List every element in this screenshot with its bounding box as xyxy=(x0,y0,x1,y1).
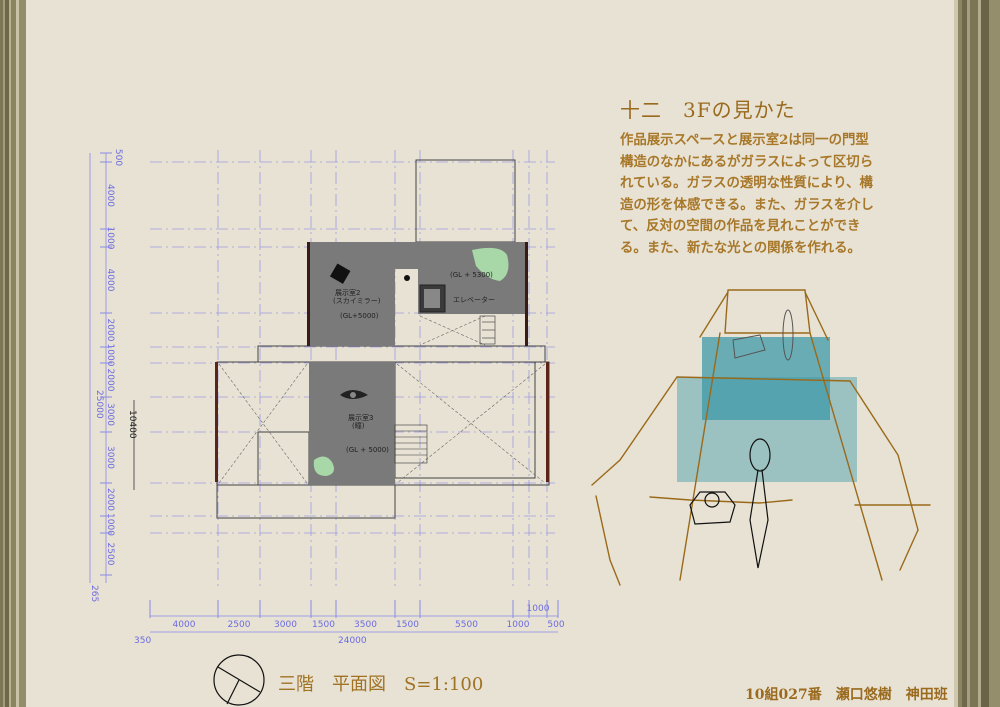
glass-pane-lower xyxy=(677,377,857,482)
eye-pupil xyxy=(350,392,356,398)
horizontal-dim-label: 5500 xyxy=(455,620,478,630)
horizontal-extra-dim: 350 xyxy=(134,636,151,646)
column-icon xyxy=(404,275,410,281)
room2-name: 展示室2 xyxy=(335,288,360,297)
horizontal-dim-label: 500 xyxy=(547,620,564,630)
horizontal-dim-label: 1000 xyxy=(527,604,550,614)
author-credit: 10組027番 瀬口悠樹 神田班 xyxy=(745,687,948,703)
north-arrow-icon xyxy=(213,654,265,706)
wall xyxy=(546,362,549,482)
room2-level: (GL+5000) xyxy=(340,312,379,320)
elevator-level: (GL + 5300) xyxy=(450,271,493,279)
plan-caption: 三階 平面図 S=1:100 xyxy=(278,674,484,695)
vertical-total-dim: 25000 xyxy=(94,390,104,419)
vertical-dim-label: 3000 xyxy=(105,446,115,469)
right-brush-border xyxy=(954,0,1000,707)
perspective-sketch xyxy=(591,289,931,586)
corridor xyxy=(395,242,418,269)
vertical-dim-label: 2000 xyxy=(105,488,115,511)
horizontal-dim-label: 1500 xyxy=(396,620,419,630)
left-brush-border xyxy=(0,0,26,707)
room3-level: (GL + 5000) xyxy=(346,446,389,454)
wall xyxy=(307,242,310,346)
vertical-dim-label: 1000 xyxy=(105,513,115,536)
vertical-dim-label: 1000 xyxy=(105,344,115,367)
wall xyxy=(215,362,218,482)
voids xyxy=(218,315,546,484)
height-dim: 10400 xyxy=(127,410,137,439)
description: 作品展示スペースと展示室2は同一の門型 構造のなかにあるがガラスによって区切ら … xyxy=(620,130,900,259)
elevator-car xyxy=(424,289,440,308)
vertical-extra-dim: 265 xyxy=(89,585,99,602)
description-line: れている。ガラスの透明な性質により、構 xyxy=(620,175,873,191)
description-line: 構造のなかにあるがガラスによって区切ら xyxy=(620,153,874,170)
horizontal-dim-label: 1500 xyxy=(312,620,335,630)
green-artwork xyxy=(313,456,334,476)
vertical-dim-label: 3000 xyxy=(105,403,115,426)
vertical-dimension-chain xyxy=(89,153,135,583)
elevator-label: エレベーター xyxy=(453,295,495,304)
description-line: て、反対の空間の作品を見れことができ xyxy=(620,218,861,234)
vertical-dim-label: 4000 xyxy=(105,269,115,292)
sky-mirror-artwork xyxy=(329,263,351,284)
wall xyxy=(525,242,528,346)
horizontal-total-dim: 24000 xyxy=(338,636,367,646)
vertical-dim-label: 2500 xyxy=(105,543,115,566)
description-line: る。また、新たな光との関係を作れる。 xyxy=(620,239,861,256)
description-line: 作品展示スペースと展示室2は同一の門型 xyxy=(620,132,869,148)
stairs xyxy=(394,315,496,464)
horizontal-dim-label: 2500 xyxy=(228,620,251,630)
vertical-dim-label: 500 xyxy=(113,149,123,166)
horizontal-dim-label: 3000 xyxy=(274,620,297,630)
room2-sub: (スカイミラー) xyxy=(333,297,381,305)
vertical-dim-label: 2000 xyxy=(105,369,115,392)
room3-name: 展示室3 xyxy=(348,413,373,422)
vertical-dim-label: 1000 xyxy=(105,227,115,250)
exhibition-room-2 xyxy=(309,242,395,346)
horizontal-dim-label: 3500 xyxy=(354,620,377,630)
horizontal-dim-label: 1000 xyxy=(507,620,530,630)
vertical-dim-label: 4000 xyxy=(105,184,115,207)
green-artwork xyxy=(472,247,509,281)
horizontal-dim-label: 4000 xyxy=(173,620,196,630)
section-heading: 十二 3Fの見かた xyxy=(620,98,796,122)
room3-sub: (瞳) xyxy=(352,421,365,430)
vertical-dim-label: 2000 xyxy=(105,319,115,342)
description-line: 造の形を体感できる。また、ガラスを介し xyxy=(620,196,874,213)
